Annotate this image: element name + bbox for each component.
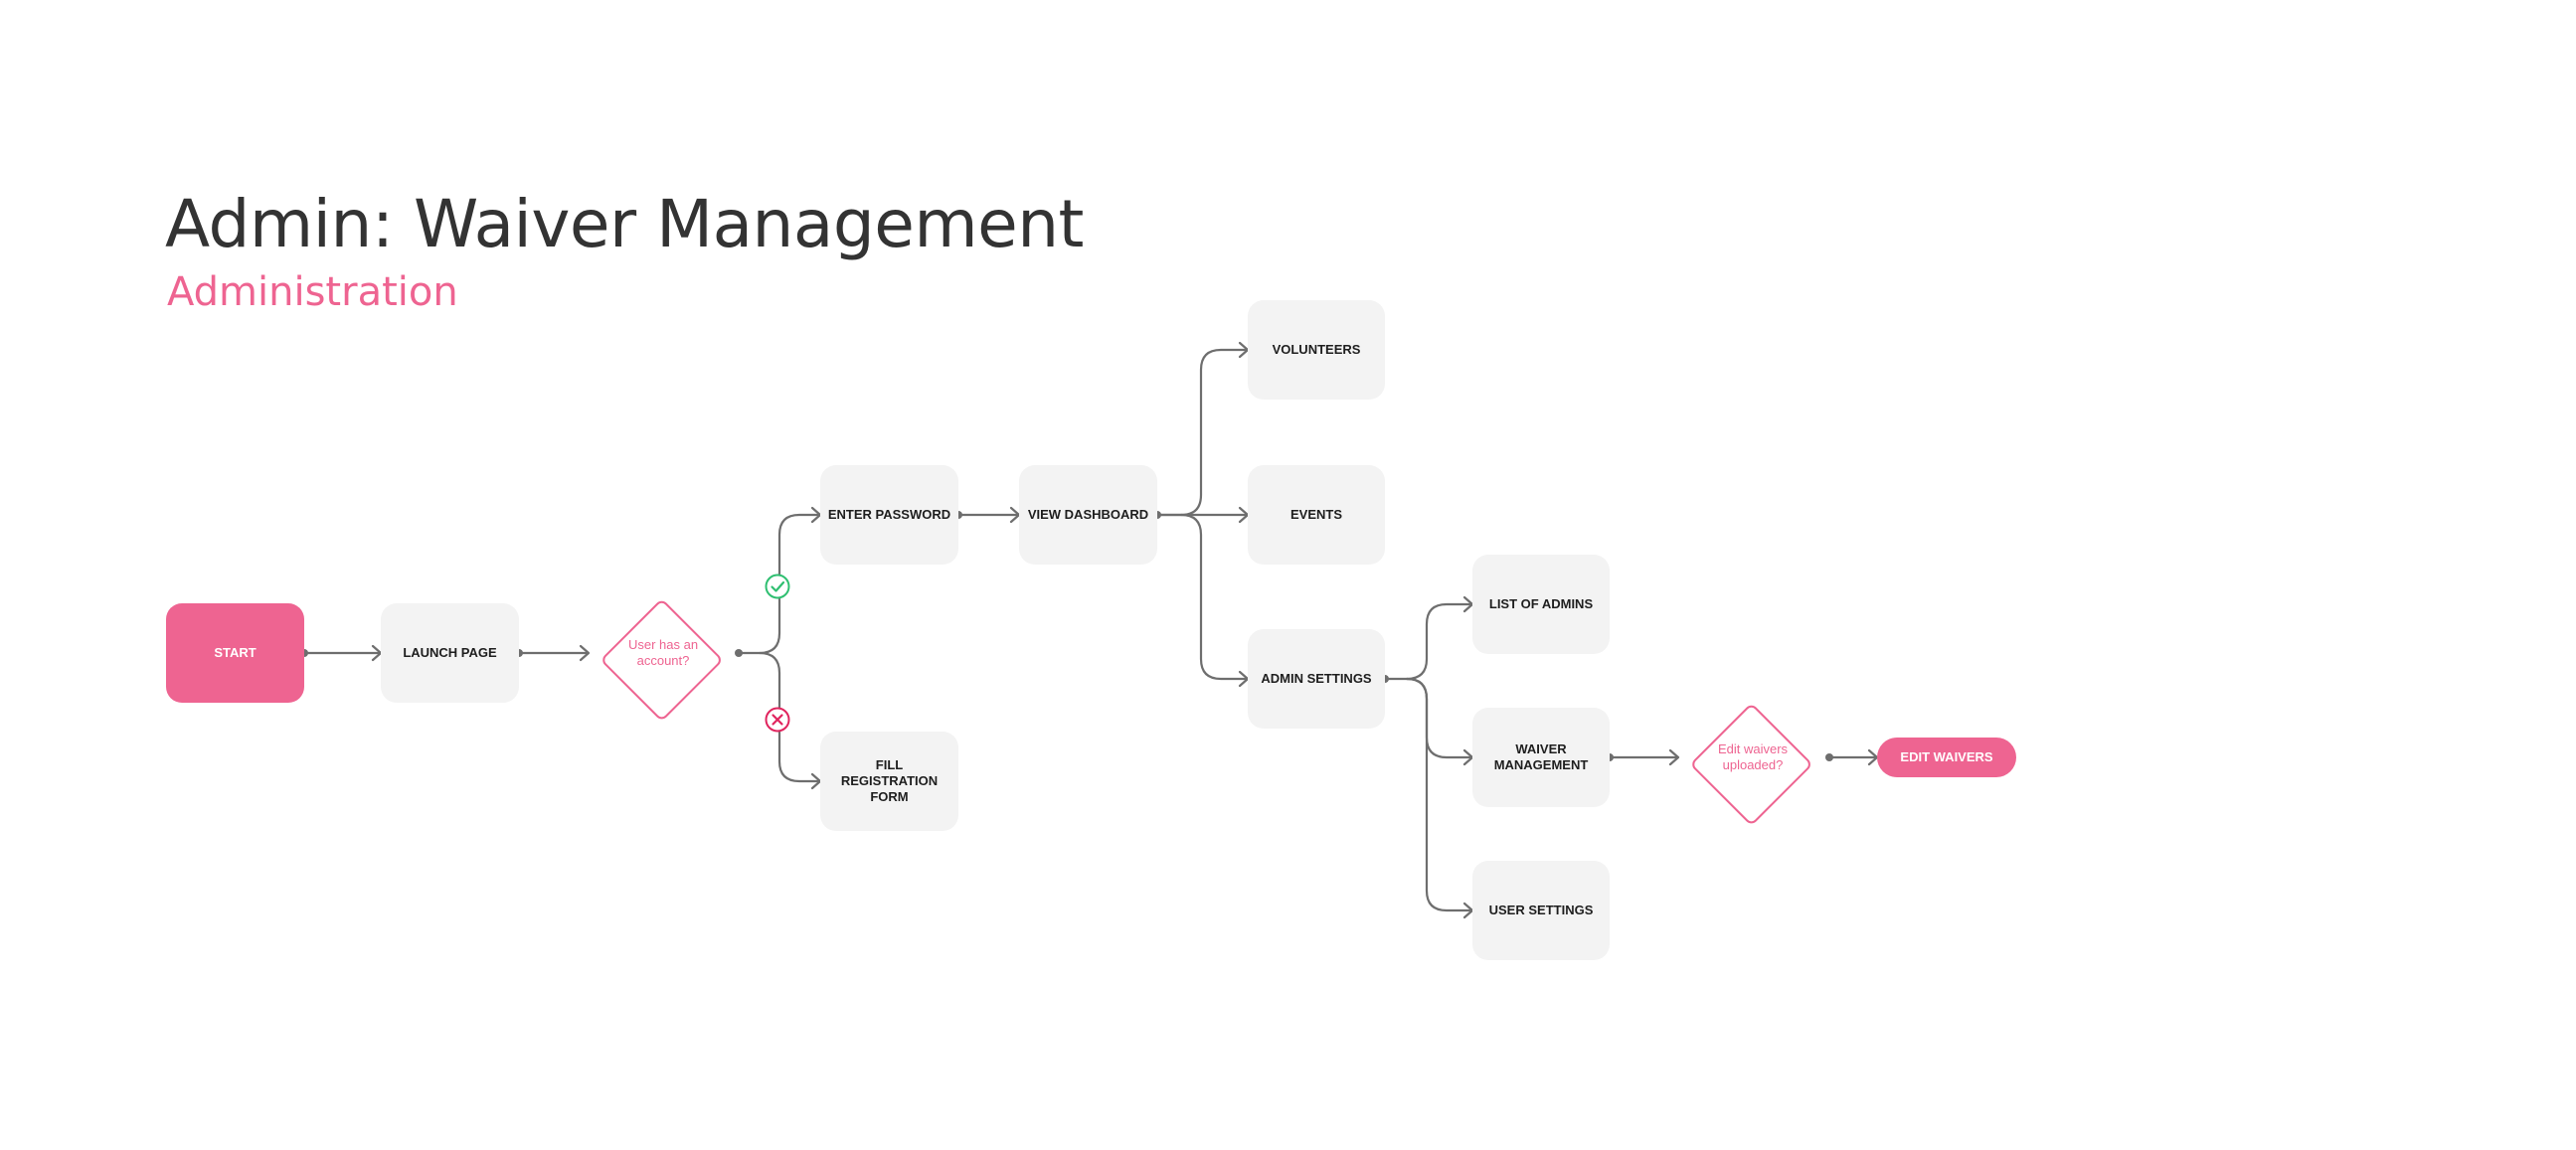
connector-origin-dot xyxy=(1825,753,1833,761)
connector-dashboard-volunteers xyxy=(1155,348,1249,517)
page-subtitle: Administration xyxy=(167,269,458,315)
connector-admin-list xyxy=(1383,602,1473,681)
node-fill-registration: FILL REGISTRATION FORM xyxy=(820,732,958,831)
x-circle-icon xyxy=(765,707,790,733)
connector-admin-user xyxy=(1405,677,1473,912)
connector-decision-registration xyxy=(758,651,821,783)
connector-dashboard-admin xyxy=(1179,513,1249,681)
node-view-dashboard: VIEW DASHBOARD xyxy=(1019,465,1157,565)
node-list-of-admins: LIST OF ADMINS xyxy=(1472,555,1610,654)
arrowhead xyxy=(1668,748,1680,766)
node-enter-password: ENTER PASSWORD xyxy=(820,465,958,565)
arrowhead xyxy=(579,644,591,662)
node-waiver-management: WAIVER MANAGEMENT xyxy=(1472,708,1610,807)
connector-origin-dot xyxy=(735,649,743,657)
decision-label-waivers-uploaded: Edit waivers uploaded? xyxy=(1717,741,1789,772)
node-launch-page: LAUNCH PAGE xyxy=(381,603,519,703)
node-admin-settings: ADMIN SETTINGS xyxy=(1248,629,1385,729)
node-events: EVENTS xyxy=(1248,465,1385,565)
decision-diamond-waivers-uploaded xyxy=(1692,705,1810,824)
node-edit-waivers: EDIT WAIVERS xyxy=(1877,738,2016,777)
check-circle-icon xyxy=(765,574,790,599)
decision-diamond-has-account xyxy=(602,600,721,720)
node-volunteers: VOLUNTEERS xyxy=(1248,300,1385,400)
node-start: START xyxy=(166,603,304,703)
page-title: Admin: Waiver Management xyxy=(165,186,1084,262)
connector-admin-waiver xyxy=(1405,677,1473,759)
node-user-settings: USER SETTINGS xyxy=(1472,861,1610,960)
decision-label-has-account: User has an account? xyxy=(627,637,699,668)
